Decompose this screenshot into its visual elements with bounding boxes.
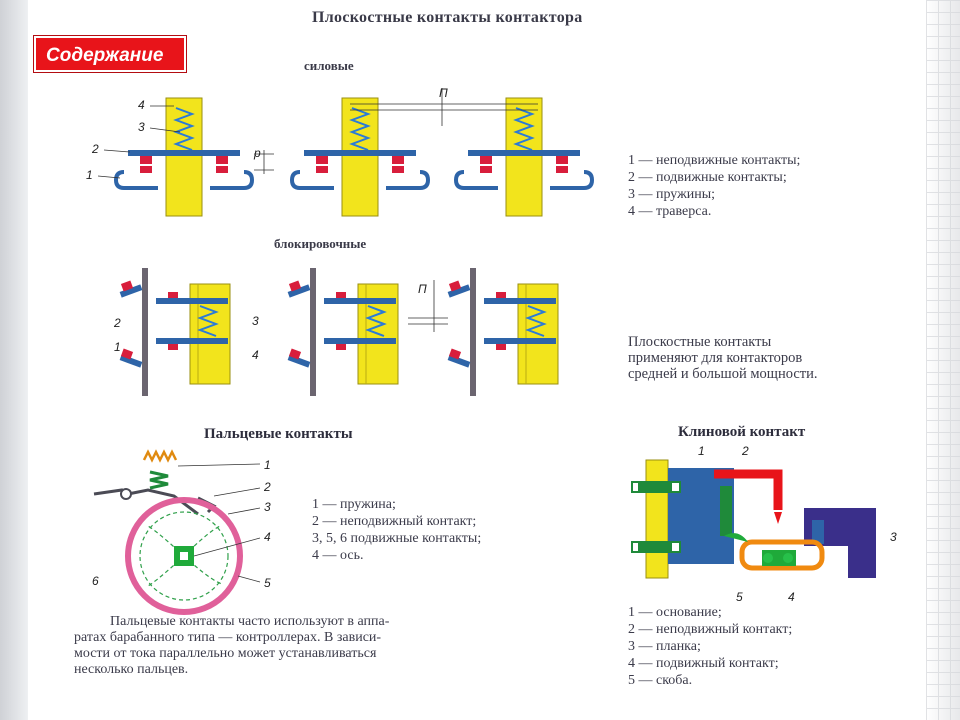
finger-legend-item: 2 — неподвижный контакт; xyxy=(312,514,477,529)
power-callout-3: 3 xyxy=(138,120,145,134)
blocking-callout-4: 4 xyxy=(252,348,259,362)
finger-callout-2: 2 xyxy=(264,480,271,494)
wedge-legend-item: 2 — неподвижный контакт; xyxy=(628,622,793,637)
finger-legend: 1 — пружина; 2 — неподвижный контакт; 3,… xyxy=(312,496,481,564)
finger-note-line: ратах барабанного типа — контроллерах. В… xyxy=(74,630,382,645)
finger-legend-item: 1 — пружина; xyxy=(312,497,396,512)
finger-note: Пальцевые контакты часто используют в ап… xyxy=(74,614,389,678)
blocking-note-line: применяют для контакторов xyxy=(628,350,803,366)
wedge-contact-title: Клиновой контакт xyxy=(678,424,806,440)
blocking-contacts-diagram xyxy=(118,267,559,397)
wedge-legend-item: 4 — подвижный контакт; xyxy=(628,656,779,671)
blocking-callout-1: 1 xyxy=(114,340,121,354)
wedge-legend: 1 — основание; 2 — неподвижный контакт; … xyxy=(628,604,792,689)
finger-legend-item: 3, 5, 6 подвижные контакты; xyxy=(312,531,482,546)
blocking-contacts-label: блокировочные xyxy=(274,236,367,251)
finger-contacts-diagram xyxy=(93,449,261,615)
power-legend-item: 2 — подвижные контакты; xyxy=(628,170,787,185)
wedge-callout-2: 2 xyxy=(742,444,749,458)
power-legend-item: 4 — траверса. xyxy=(628,204,712,219)
power-legend-item: 3 — пружины; xyxy=(628,187,716,202)
power-callout-1: 1 xyxy=(86,168,93,182)
wedge-callout-3: 3 xyxy=(890,530,897,544)
power-contacts-label: силовые xyxy=(304,58,354,73)
finger-callout-4: 4 xyxy=(264,530,271,544)
finger-callout-5: 5 xyxy=(264,576,271,590)
blocking-note-line: Плоскостные контакты xyxy=(628,334,772,350)
blocking-callout-2: 2 xyxy=(114,316,121,330)
power-p-label: р xyxy=(254,146,261,160)
power-legend: 1 — неподвижные контакты; 2 — подвижные … xyxy=(628,152,800,220)
blocking-note-line: средней и большой мощности. xyxy=(628,366,818,382)
finger-callout-3: 3 xyxy=(264,500,271,514)
power-legend-item: 1 — неподвижные контакты; xyxy=(628,153,801,168)
finger-callout-1: 1 xyxy=(264,458,271,472)
finger-legend-item: 4 — ось. xyxy=(312,548,364,563)
wedge-callout-1: 1 xyxy=(698,444,705,458)
contents-button[interactable]: Содержание xyxy=(34,36,186,72)
finger-note-line: несколько пальцев. xyxy=(74,662,189,677)
left-sidebar-shade xyxy=(0,0,28,720)
power-gap-label: П xyxy=(439,86,448,100)
wedge-legend-item: 3 — планка; xyxy=(628,639,701,654)
wedge-contact-diagram xyxy=(631,459,876,579)
blocking-note: Плоскостные контакты применяют для конта… xyxy=(628,334,817,382)
finger-callout-6: 6 xyxy=(92,574,99,588)
finger-contacts-title: Пальцевые контакты xyxy=(204,426,353,442)
wedge-callout-5: 5 xyxy=(736,590,743,604)
finger-note-line: мости от тока параллельно может устанавл… xyxy=(74,646,377,661)
finger-note-line: Пальцевые контакты часто используют в ап… xyxy=(110,614,390,629)
wedge-callout-4: 4 xyxy=(788,590,795,604)
power-contacts-diagram xyxy=(97,88,594,218)
right-grid-strip xyxy=(926,0,960,720)
power-callout-2: 2 xyxy=(92,142,99,156)
blocking-callout-3: 3 xyxy=(252,314,259,328)
wedge-legend-item: 1 — основание; xyxy=(628,605,722,620)
wedge-legend-item: 5 — скоба. xyxy=(628,673,693,688)
blocking-gap-label: П xyxy=(418,282,427,296)
power-callout-4: 4 xyxy=(138,98,145,112)
page-title: Плоскостные контакты контактора xyxy=(312,9,583,26)
